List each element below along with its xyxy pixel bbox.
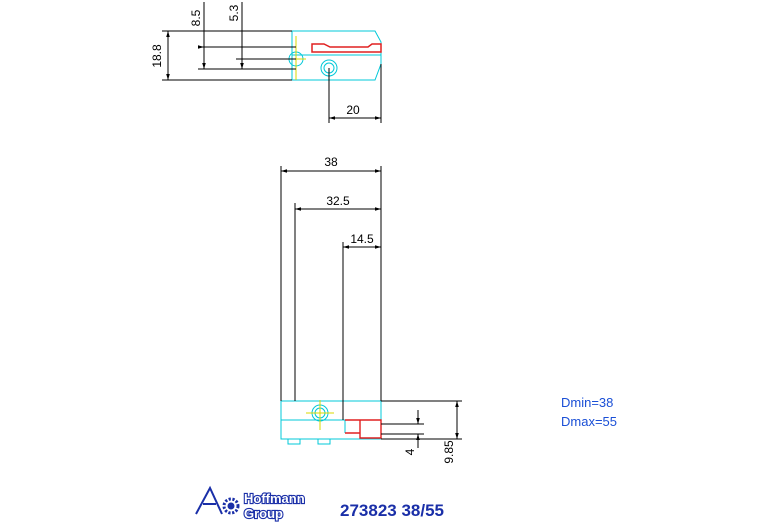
dmin-note: Dmin=38: [561, 395, 614, 410]
front-view-centerlines: [306, 400, 334, 430]
dim-8-5-label: 8.5: [189, 9, 203, 26]
dim-5-3-label: 5.3: [227, 4, 241, 21]
dim-14-5-label: 14.5: [350, 232, 374, 246]
top-view-dimensions: [162, 2, 382, 123]
front-view: 38 32.5 14.5 4 9.85: [280, 155, 462, 464]
dim-38-label: 38: [324, 155, 338, 169]
top-view-outline: [288, 30, 382, 81]
logo-line-1: Hoffmann: [244, 491, 305, 506]
dim-4-label: 4: [403, 448, 417, 455]
dim-9-85-label: 9.85: [442, 440, 456, 464]
logo-line-2: Group: [244, 506, 283, 521]
hoffmann-group-logo: Hoffmann Group: [195, 485, 306, 522]
front-view-dimensions: [280, 166, 462, 448]
front-view-insert: [345, 419, 382, 439]
dim-18-8-label: 18.8: [150, 44, 164, 68]
dim-20-label: 20: [346, 103, 360, 117]
dim-32-5-label: 32.5: [326, 194, 350, 208]
top-view: 18.8 8.5 5.3 20: [150, 2, 382, 123]
dmax-note: Dmax=55: [561, 414, 617, 429]
part-number: 273823 38/55: [340, 501, 444, 520]
top-view-insert: [311, 43, 382, 53]
logo-mark-icon: [195, 485, 240, 515]
